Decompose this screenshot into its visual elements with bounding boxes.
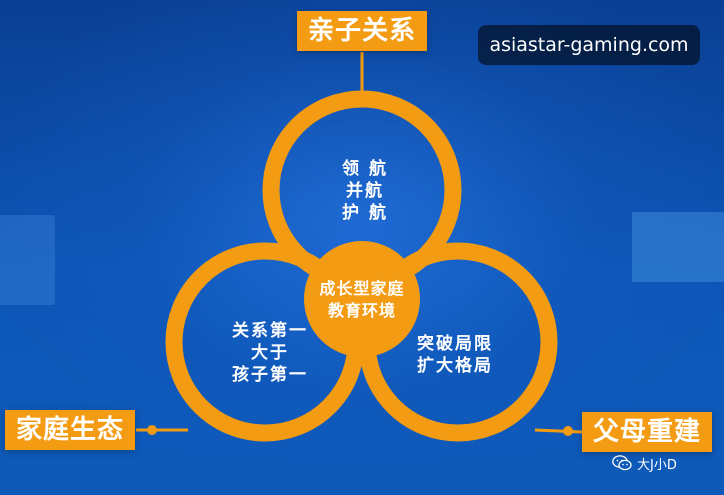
top-circle-line-2: 并航 xyxy=(346,181,384,201)
left-circle-line-2: 大于 xyxy=(251,343,289,363)
connector-left-dot xyxy=(147,425,157,435)
left-circle-line-1: 关系第一 xyxy=(232,321,308,341)
left-circle-line-3: 孩子第一 xyxy=(232,365,308,385)
watermark: asiastar-gaming.com xyxy=(478,25,700,65)
signature: 大J小D xyxy=(612,451,677,475)
label-parent-rebuilding: 父母重建 xyxy=(582,412,712,452)
left-circle-text: 关系第一 大于 孩子第一 xyxy=(215,320,325,386)
background-panel-left xyxy=(0,215,55,305)
center-disc xyxy=(304,241,420,357)
connector-right-dot xyxy=(563,426,573,436)
label-parent-child-relationship: 亲子关系 xyxy=(297,11,427,51)
center-text: 成长型家庭 教育环境 xyxy=(300,278,424,322)
right-circle-line-1: 突破局限 xyxy=(417,334,493,354)
right-circle-line-2: 扩大格局 xyxy=(417,356,493,376)
center-line-2: 教育环境 xyxy=(327,301,396,320)
top-circle-line-1: 领 航 xyxy=(342,159,388,179)
center-line-1: 成长型家庭 xyxy=(319,279,405,298)
connector-right xyxy=(534,428,583,434)
wechat-icon xyxy=(612,455,632,471)
signature-text: 大J小D xyxy=(637,457,677,473)
background-panel-right xyxy=(632,212,724,282)
label-family-ecology: 家庭生态 xyxy=(5,410,135,450)
top-circle-text: 领 航 并航 护 航 xyxy=(320,158,410,224)
top-circle-line-3: 护 航 xyxy=(342,203,388,223)
right-circle-text: 突破局限 扩大格局 xyxy=(405,333,505,377)
